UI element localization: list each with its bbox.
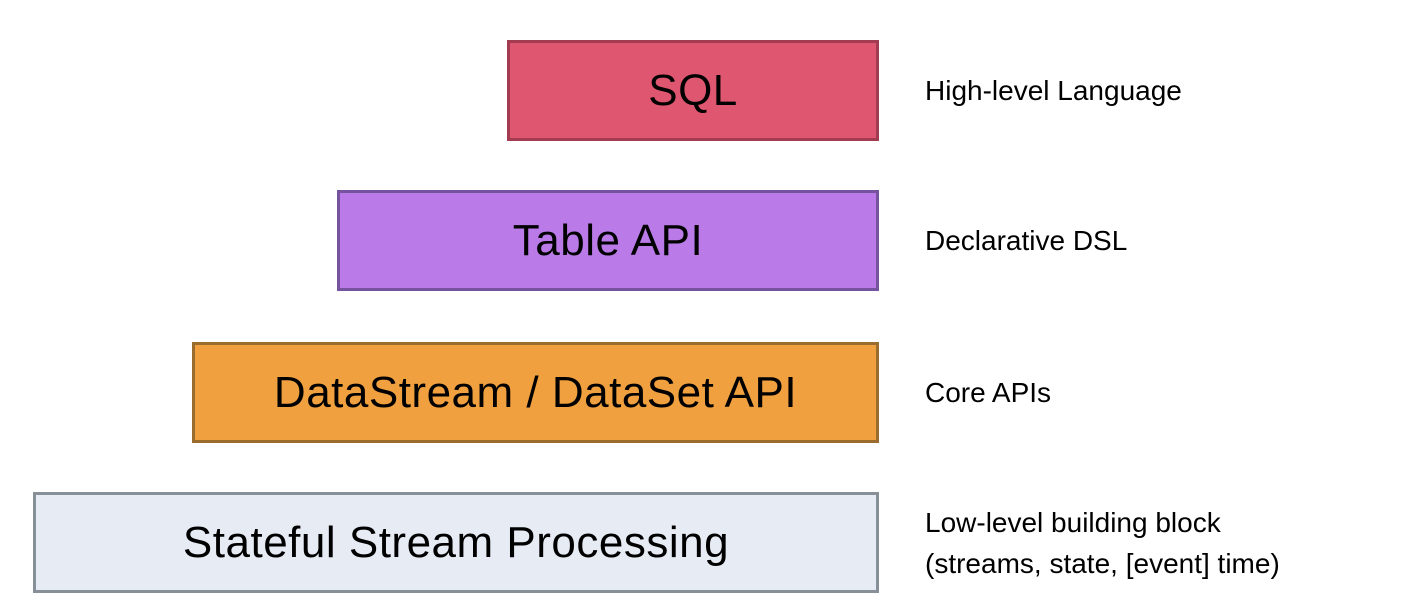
layer-caption-low-level-building-block: Low-level building block (streams, state… — [925, 506, 1280, 579]
layer-caption-core-apis: Core APIs — [925, 377, 1052, 408]
layer-caption-sql: High-level Language — [925, 75, 1182, 106]
layer-box-sql: SQL — [507, 40, 879, 141]
layer-caption-table-api: Declarative DSL — [925, 225, 1128, 256]
layer-box-datastream-dataset-api: DataStream / DataSet API — [192, 342, 879, 443]
layer-box-stateful-stream-processing: Stateful Stream Processing — [33, 492, 879, 593]
layer-box-table-api: Table API — [337, 190, 879, 291]
